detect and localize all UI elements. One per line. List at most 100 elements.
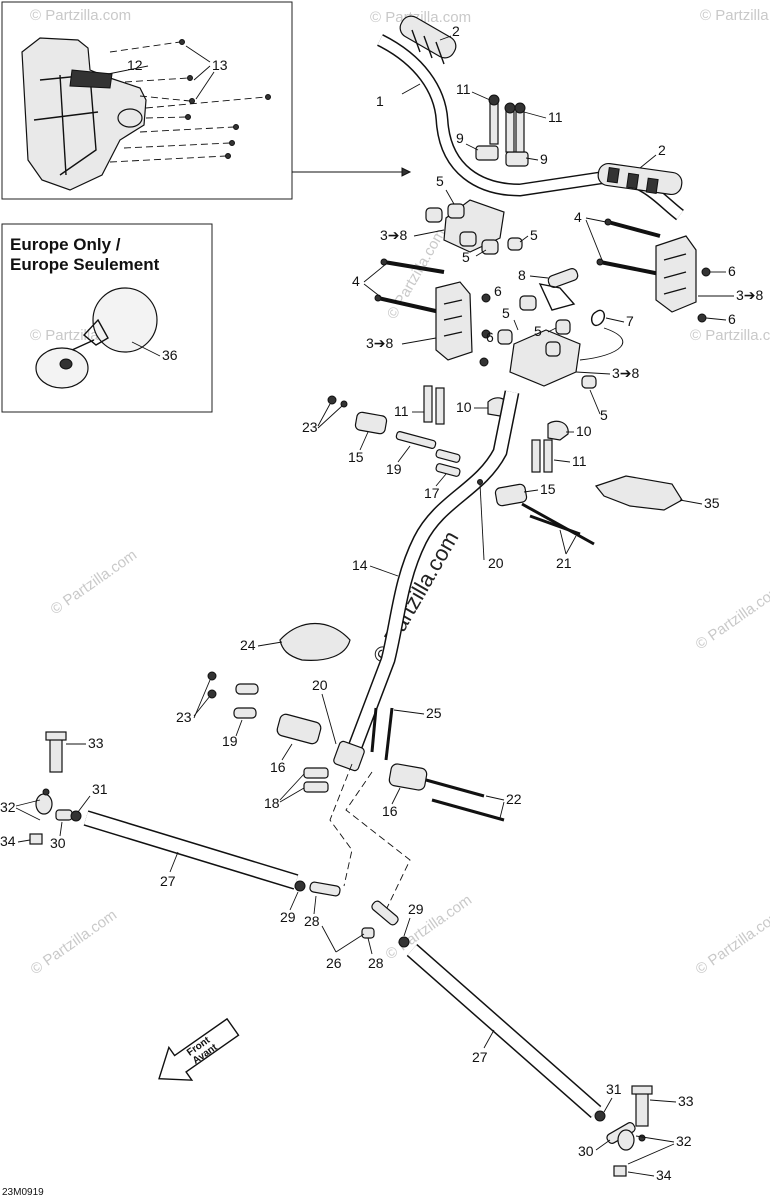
callout-5: 5 — [436, 173, 444, 189]
inset-title-line2: Europe Seulement — [10, 255, 160, 274]
callout-22: 22 — [506, 791, 522, 807]
callout-21: 21 — [556, 555, 572, 571]
inset-handlebar-pad: 12 13 — [1, 1, 412, 200]
callout-11: 11 — [548, 109, 563, 125]
callout-29: 29 — [280, 909, 296, 925]
callout-6: 6 — [728, 263, 736, 279]
callout-19: 19 — [386, 461, 402, 477]
callout-10: 10 — [576, 423, 592, 439]
callout-3-8: 3➔8 — [380, 227, 408, 243]
mid-clamps: 11 10 10 11 — [394, 385, 592, 473]
screw-set — [109, 39, 271, 163]
callout-5: 5 — [600, 407, 608, 423]
watermark: © Partzilla.com — [30, 7, 131, 24]
callout-33: 33 — [678, 1093, 694, 1109]
callout-9: 9 — [540, 151, 548, 167]
callout-7: 7 — [626, 313, 634, 329]
watermark: © Partzilla.com — [700, 7, 770, 24]
callout-6: 6 — [486, 329, 494, 345]
upper-riser-block: 5 3➔8 5 5 — [380, 173, 538, 265]
watermark: © Partzilla.com — [370, 9, 471, 26]
callout-25: 25 — [426, 705, 442, 721]
callout-10: 10 — [456, 399, 472, 415]
callout-3-8: 3➔8 — [736, 287, 764, 303]
callout-16: 16 — [270, 759, 286, 775]
callout-26: 26 — [326, 955, 342, 971]
callout-20: 20 — [312, 677, 328, 693]
inset-europe-horn: Europe Only / Europe Seulement 36 — [1, 223, 213, 413]
callout-31: 31 — [92, 781, 108, 797]
callout-6: 6 — [728, 311, 736, 327]
right-tie-rod: 29 28 26 27 31 33 32 30 34 — [321, 900, 694, 1183]
callout-23: 23 — [176, 709, 192, 725]
callout-28: 28 — [304, 913, 320, 929]
callout-33: 33 — [88, 735, 104, 751]
plate-35: 35 — [594, 475, 720, 511]
callout-11: 11 — [572, 453, 587, 469]
callout-30: 30 — [578, 1143, 594, 1159]
watermark: © Partzilla.com — [690, 327, 770, 344]
callout-2: 2 — [452, 23, 460, 39]
inset-title-line1: Europe Only / — [10, 235, 121, 254]
steering-column: 14 20 — [342, 390, 520, 763]
diagram-code: 23M0919 — [2, 1187, 44, 1198]
left-bracket: 4 6 6 3➔8 — [352, 258, 502, 367]
callout-35: 35 — [704, 495, 720, 511]
grip-right — [597, 162, 683, 196]
right-bracket: 4 6 3➔8 6 — [574, 209, 764, 327]
watermark: © Partzilla.com — [693, 581, 770, 653]
watermark: © Partzilla.com — [383, 891, 476, 963]
callout-4: 4 — [574, 209, 582, 225]
grip-left — [399, 15, 457, 65]
callout-13: 13 — [212, 57, 228, 73]
callout-8: 8 — [518, 267, 526, 283]
watermark: © Partzilla.com — [28, 906, 121, 978]
callout-12: 12 — [127, 57, 143, 73]
callout-30: 30 — [50, 835, 66, 851]
callout-34: 34 — [0, 833, 16, 849]
callout-18: 18 — [264, 795, 280, 811]
callout-27: 27 — [160, 873, 176, 889]
callout-3-8: 3➔8 — [612, 365, 640, 381]
callout-24: 24 — [240, 637, 256, 653]
callout-5: 5 — [534, 323, 542, 339]
callout-5: 5 — [530, 227, 538, 243]
handlebar: 1 2 2 — [376, 15, 685, 221]
callout-5: 5 — [502, 305, 510, 321]
callout-29: 29 — [408, 901, 424, 917]
watermark: © Partzilla.com — [48, 546, 141, 618]
callout-5: 5 — [462, 249, 470, 265]
callout-19: 19 — [222, 733, 238, 749]
callout-11: 11 — [456, 81, 471, 97]
callout-15: 15 — [540, 481, 556, 497]
cover-24: 24 — [240, 622, 351, 661]
callout-27: 27 — [472, 1049, 488, 1065]
lower-riser-block: 8 7 5 5 5 3➔8 — [497, 267, 640, 423]
callout-1: 1 — [376, 93, 384, 109]
watermark: © Partzilla.com — [693, 906, 770, 978]
callout-11: 11 — [394, 403, 409, 419]
callout-32: 32 — [0, 799, 16, 815]
callout-34: 34 — [656, 1167, 672, 1183]
callout-15: 15 — [348, 449, 364, 465]
upper-bushings: 23 15 19 17 15 21 — [302, 395, 595, 571]
lower-bushings: 23 19 20 25 16 18 16 22 — [176, 671, 522, 822]
callout-23: 23 — [302, 419, 318, 435]
linkage-dash-lines — [329, 763, 411, 911]
callout-3-8: 3➔8 — [366, 335, 394, 351]
upper-clamp: 11 11 9 9 — [456, 81, 563, 167]
callout-17: 17 — [424, 485, 440, 501]
callout-28: 28 — [368, 955, 384, 971]
horn-bulb — [92, 287, 158, 353]
callout-9: 9 — [456, 130, 464, 146]
callout-4: 4 — [352, 273, 360, 289]
left-tie-rod: 31 33 32 34 30 27 29 28 — [0, 731, 341, 929]
callout-16: 16 — [382, 803, 398, 819]
callout-6: 6 — [494, 283, 502, 299]
callout-31: 31 — [606, 1081, 622, 1097]
callout-2: 2 — [658, 142, 666, 158]
callout-20: 20 — [488, 555, 504, 571]
callout-14: 14 — [352, 557, 368, 573]
callout-36: 36 — [162, 347, 178, 363]
